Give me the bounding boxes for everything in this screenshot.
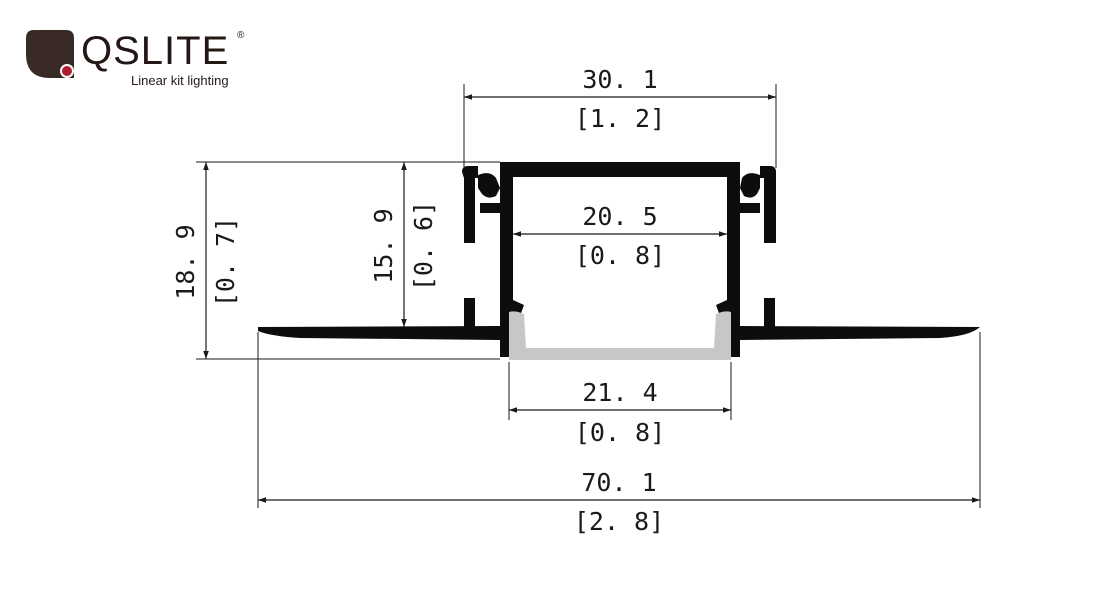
inner-width-inch: [0. 8]: [575, 241, 665, 270]
left-ledge: [480, 203, 500, 213]
overall-width-mm: 70. 1: [581, 468, 656, 497]
body-height-inch: [0. 6]: [409, 201, 438, 291]
inner-width-mm: 20. 5: [582, 202, 657, 231]
brand-tagline: Linear kit lighting: [131, 73, 229, 88]
diffuser-width-mm: 21. 4: [582, 378, 657, 407]
extension-lines: [196, 84, 981, 508]
right-lower-fin: [764, 298, 775, 328]
overall-height-mm: 18. 9: [171, 224, 200, 299]
overall-width-inch: [2. 8]: [574, 507, 664, 536]
right-flange: [738, 326, 980, 340]
left-clip: [478, 173, 500, 198]
top-width-mm: 30. 1: [582, 65, 657, 94]
brand-name: QSLITE: [81, 29, 230, 73]
right-ledge: [740, 203, 760, 213]
right-clip: [740, 173, 760, 198]
right-upper-fin: [760, 166, 776, 243]
diffuser-cover: [509, 311, 731, 360]
aluminium-profile: [258, 162, 980, 357]
top-width-inch: [1. 2]: [575, 104, 665, 133]
left-upper-fin: [462, 166, 478, 243]
registered-mark: ®: [237, 30, 245, 41]
left-flange: [258, 326, 500, 340]
body-height-mm: 15. 9: [369, 208, 398, 283]
brand-logo: QSLITE ® Linear kit lighting: [26, 30, 256, 92]
qslite-logo-mark-icon: [26, 30, 74, 78]
overall-height-inch: [0. 7]: [211, 217, 240, 307]
diffuser-width-inch: [0. 8]: [575, 418, 665, 447]
left-lower-fin: [464, 298, 475, 328]
